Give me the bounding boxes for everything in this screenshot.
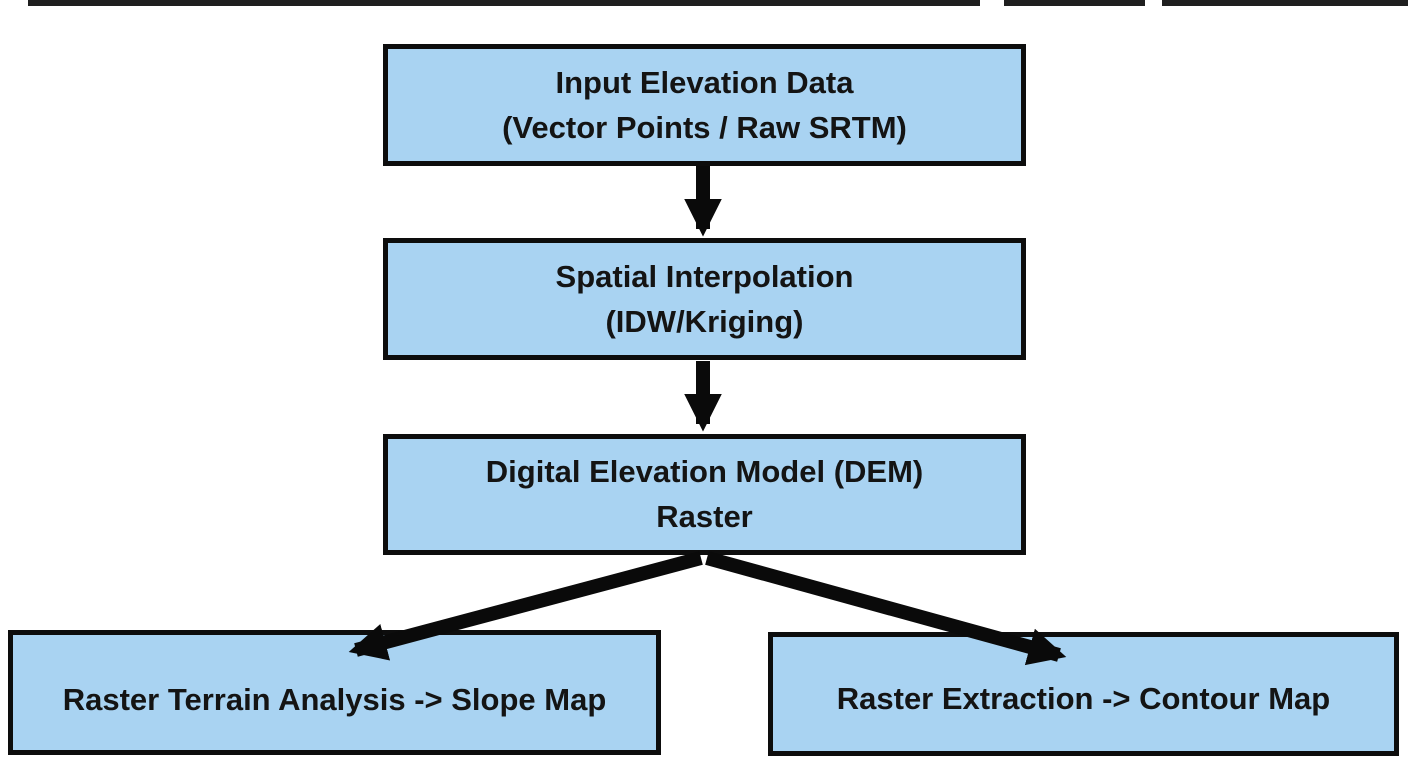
node-label-line: Spatial Interpolation (555, 258, 854, 294)
node-label-line: (Vector Points / Raw SRTM) (502, 109, 907, 145)
node-contour-map: Raster Extraction -> Contour Map (768, 632, 1399, 756)
top-border-segment (1162, 0, 1408, 6)
node-slope-map: Raster Terrain Analysis -> Slope Map (8, 630, 661, 755)
top-border-segment (1004, 0, 1145, 6)
top-border-segment (28, 0, 980, 6)
node-spatial-interpolation: Spatial Interpolation (IDW/Kriging) (383, 238, 1026, 360)
node-label-line: (IDW/Kriging) (605, 303, 804, 339)
node-label-line: Input Elevation Data (555, 64, 854, 100)
node-label-line: Raster Terrain Analysis -> Slope Map (62, 681, 607, 717)
node-dem-raster: Digital Elevation Model (DEM) Raster (383, 434, 1026, 555)
node-input-elevation-data: Input Elevation Data (Vector Points / Ra… (383, 44, 1026, 166)
node-label-line: Digital Elevation Model (DEM) (485, 454, 924, 490)
node-label-line: Raster Extraction -> Contour Map (836, 681, 1331, 717)
node-label-line: Raster (656, 499, 753, 534)
